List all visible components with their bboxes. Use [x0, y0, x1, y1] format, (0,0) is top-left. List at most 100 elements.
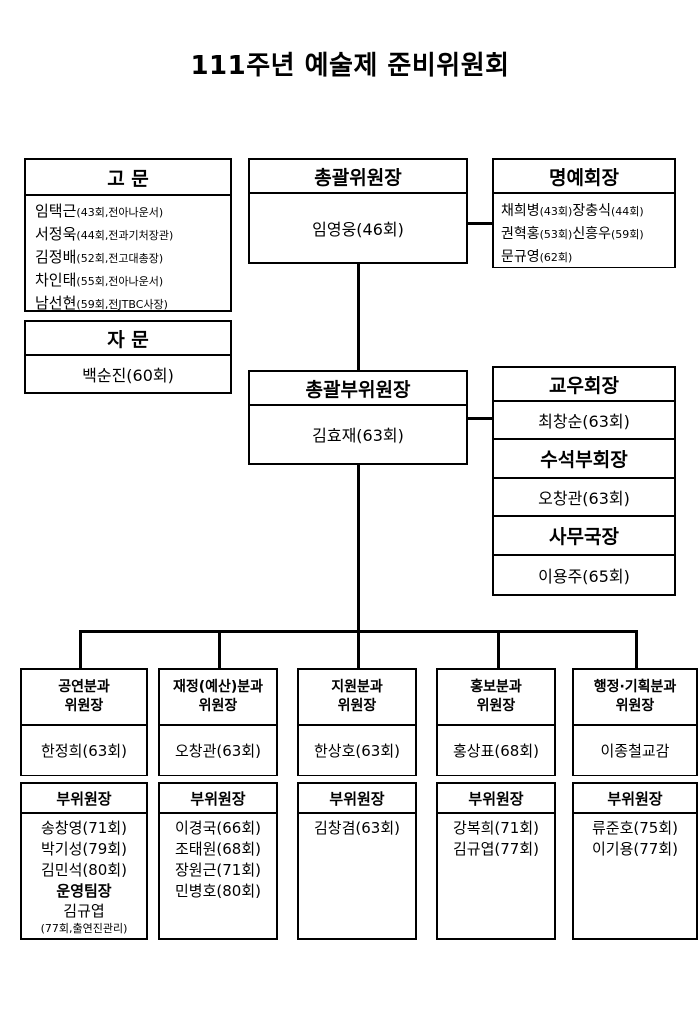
- advisors-header: 고 문: [26, 160, 230, 196]
- honorary-detail: (44회): [610, 205, 644, 218]
- division-vice-box-1: 부위원장 송창영(71회) 박기성(79회) 김민석(80회) 운영팀장 김규엽…: [20, 782, 148, 940]
- chief-chair-header: 총괄위원장: [250, 160, 466, 194]
- list-item: 한정희(63회): [41, 742, 127, 760]
- vice-chief-chair-box: 총괄부위원장 김효재(63회): [248, 370, 468, 465]
- advisor-detail: (44회,전과기처장관): [76, 229, 174, 242]
- honorary-chair-list: 채희병(43회)장충식(44회) 권혁홍(53회)신흥우(59회) 문규영(62…: [494, 194, 674, 267]
- advisor-name: 남선현: [35, 294, 77, 312]
- list-item: 류준호(75회): [592, 819, 678, 837]
- division-chair-box-1: 공연분과 위원장 한정희(63회): [20, 668, 148, 776]
- division-vice-list-5: 류준호(75회) 이기용(77회): [574, 814, 696, 937]
- list-item: 남선현(59회,전JTBC사장): [35, 292, 230, 315]
- list-item: 장원근(71회): [175, 861, 261, 879]
- list-item: 임택근(43회,전아나운서): [35, 200, 230, 223]
- honorary-name: 문규영: [501, 249, 540, 265]
- advisor-detail: (59회,전JTBC사장): [76, 298, 168, 311]
- advisors-box: 고 문 임택근(43회,전아나운서) 서정욱(44회,전과기처장관) 김정배(5…: [24, 158, 232, 312]
- advisor-name: 서정욱: [35, 225, 77, 243]
- alumni-president-member: 최창순(63회): [494, 402, 674, 440]
- connector-chief-to-vicechief: [357, 262, 360, 370]
- honorary-name: 권혁홍: [501, 226, 540, 242]
- division-header-1: 공연분과 위원장: [22, 670, 146, 726]
- list-item: 김효재(63회): [312, 426, 404, 445]
- team-lead-name-1: 김규엽: [63, 902, 105, 920]
- division-vice-box-4: 부위원장 강복희(71회) 김규엽(77회): [436, 782, 556, 940]
- advisors-list: 임택근(43회,전아나운서) 서정욱(44회,전과기처장관) 김정배(52회,전…: [26, 196, 230, 312]
- connector-chief-to-honorary: [468, 222, 494, 225]
- honorary-detail: (62회): [539, 251, 573, 264]
- list-item: 조태원(68회): [175, 840, 261, 858]
- list-item: 박기성(79회): [41, 840, 127, 858]
- vice-chief-chair-members: 김효재(63회): [250, 406, 466, 462]
- division-chair-2: 오창관(63회): [160, 726, 276, 775]
- division-chair-4: 홍상표(68회): [438, 726, 554, 775]
- page-title: 111주년 예술제 준비위원회: [190, 51, 510, 81]
- advisor-name: 차인태: [35, 271, 77, 289]
- list-item: 민병호(80회): [175, 882, 261, 900]
- honorary-chair-header: 명예회장: [494, 160, 674, 194]
- division-header-3: 지원분과 위원장: [299, 670, 415, 726]
- team-lead-header-1: 운영팀장: [56, 882, 112, 900]
- senior-vice-president-header: 수석부회장: [494, 440, 674, 479]
- honorary-detail: (59회): [610, 228, 644, 241]
- alumni-president-header: 교우회장: [494, 368, 674, 402]
- division-vice-header-4: 부위원장: [438, 784, 554, 814]
- division-vice-list-3: 김창겸(63회): [299, 814, 415, 937]
- list-item: 김창겸(63회): [314, 819, 400, 837]
- list-item: 강복희(71회): [453, 819, 539, 837]
- division-vice-box-5: 부위원장 류준호(75회) 이기용(77회): [572, 782, 698, 940]
- advisor-detail: (43회,전아나운서): [76, 206, 164, 219]
- list-item: 김민석(80회): [41, 861, 127, 879]
- list-item: 문규영(62회): [501, 245, 674, 268]
- advisor-name: 임택근: [35, 202, 77, 220]
- division-chair-5: 이종철교감: [574, 726, 696, 775]
- list-item: 백순진(60회): [82, 365, 174, 385]
- division-header-line1: 행정·기획분과: [593, 679, 677, 695]
- division-header-line2: 위원장: [337, 698, 377, 714]
- list-item: 홍상표(68회): [453, 742, 539, 760]
- honorary-name: 장충식: [572, 203, 611, 219]
- honorary-chair-box: 명예회장 채희병(43회)장충식(44회) 권혁홍(53회)신흥우(59회) 문…: [492, 158, 676, 268]
- team-lead-detail-1: (77회,출연진관리): [40, 922, 128, 935]
- list-item: 김정배(52회,전고대총장): [35, 246, 230, 269]
- list-item: 김규엽(77회): [453, 840, 539, 858]
- list-item: 이종철교감: [600, 742, 670, 760]
- list-item: 채희병(43회)장충식(44회): [501, 199, 674, 222]
- division-header-line1: 지원분과: [331, 679, 383, 695]
- list-item: 차인태(55회,전아나운서): [35, 269, 230, 292]
- advisor-detail: (55회,전아나운서): [76, 275, 164, 288]
- counsel-header: 자 문: [26, 322, 230, 356]
- connector-drop-division-2: [218, 630, 221, 668]
- connector-drop-division-4: [497, 630, 500, 668]
- connector-drop-division-1: [79, 630, 82, 668]
- division-header-5: 행정·기획분과 위원장: [574, 670, 696, 726]
- division-chair-box-4: 홍보분과 위원장 홍상표(68회): [436, 668, 556, 776]
- division-vice-list-4: 강복희(71회) 김규엽(77회): [438, 814, 554, 937]
- chief-chair-box: 총괄위원장 임영웅(46회): [248, 158, 468, 264]
- list-item: 송창영(71회): [41, 819, 127, 837]
- division-chair-box-2: 재정(예산)분과 위원장 오창관(63회): [158, 668, 278, 776]
- division-chair-box-3: 지원분과 위원장 한상호(63회): [297, 668, 417, 776]
- division-vice-header-1: 부위원장: [22, 784, 146, 814]
- division-header-line1: 공연분과: [58, 679, 110, 695]
- division-vice-header-5: 부위원장: [574, 784, 696, 814]
- division-vice-box-2: 부위원장 이경국(66회) 조태원(68회) 장원근(71회) 민병호(80회): [158, 782, 278, 940]
- division-header-line2: 위원장: [615, 698, 655, 714]
- counsel-list: 백순진(60회): [26, 356, 230, 391]
- honorary-detail: (43회): [539, 205, 573, 218]
- division-header-line2: 위원장: [64, 698, 104, 714]
- division-chair-1: 한정희(63회): [22, 726, 146, 775]
- secretary-general-member: 이용주(65회): [494, 556, 674, 593]
- secretary-general-header: 사무국장: [494, 517, 674, 556]
- advisor-name: 김정배: [35, 248, 77, 266]
- division-vice-header-3: 부위원장: [299, 784, 415, 814]
- list-item: 오창관(63회): [538, 489, 630, 508]
- honorary-detail: (53회): [539, 228, 573, 241]
- honorary-name: 채희병: [501, 203, 540, 219]
- division-header-line2: 위원장: [476, 698, 516, 714]
- division-vice-list-2: 이경국(66회) 조태원(68회) 장원근(71회) 민병호(80회): [160, 814, 276, 937]
- division-chair-box-5: 행정·기획분과 위원장 이종철교감: [572, 668, 698, 776]
- division-header-line1: 홍보분과: [470, 679, 522, 695]
- list-item: 이기용(77회): [592, 840, 678, 858]
